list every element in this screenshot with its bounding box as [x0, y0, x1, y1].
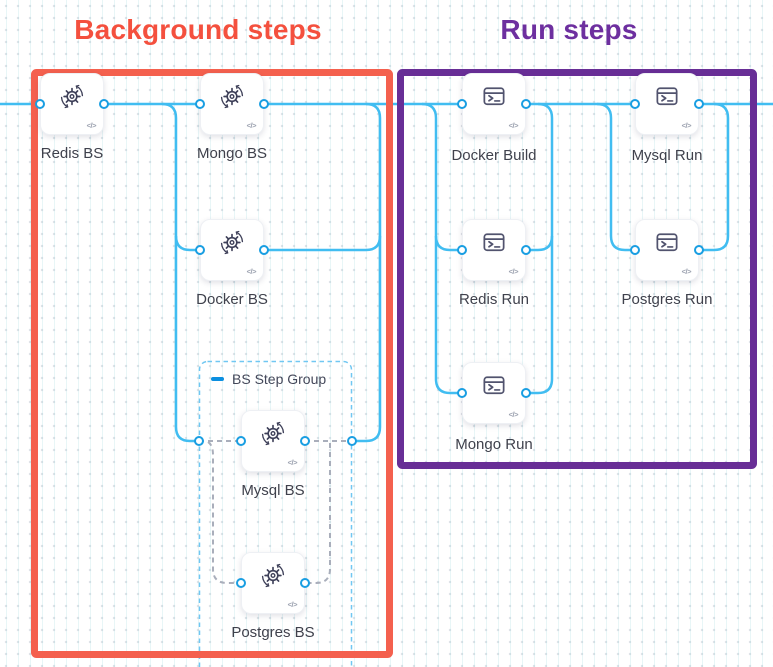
step-node-docker-build[interactable]: </>: [462, 73, 526, 135]
connector-lines: [0, 102, 773, 443]
step-label-docker-bs: Docker BS: [196, 291, 268, 308]
code-icon: </>: [246, 267, 257, 276]
step-label-postgres-bs: Postgres BS: [231, 624, 315, 641]
step-group-outline[interactable]: [198, 360, 353, 667]
code-icon: </>: [246, 121, 257, 130]
gear-sync-icon: [260, 420, 287, 447]
connector-dot[interactable]: [299, 435, 310, 446]
connector-dot[interactable]: [299, 577, 310, 588]
terminal-icon: [481, 229, 508, 256]
step-group-header: BS Step Group: [211, 371, 326, 387]
step-label-redis-bs: Redis BS: [40, 145, 104, 162]
step-label-redis-run: Redis Run: [458, 291, 530, 308]
step-node-mysql-run[interactable]: </>: [635, 73, 699, 135]
gear-sync-icon: [59, 83, 86, 110]
connector-dot[interactable]: [693, 244, 704, 255]
connector-dot[interactable]: [520, 244, 531, 255]
code-icon: </>: [508, 267, 519, 276]
connector-dot[interactable]: [258, 244, 269, 255]
connector-dot[interactable]: [456, 244, 467, 255]
connector-dot[interactable]: [258, 98, 269, 109]
connector-dot[interactable]: [194, 98, 205, 109]
step-node-mongo-run[interactable]: </>: [462, 362, 526, 424]
connector-dot[interactable]: [193, 435, 204, 446]
terminal-icon: [481, 372, 508, 399]
terminal-icon: [654, 229, 681, 256]
step-label-mysql-bs: Mysql BS: [241, 482, 305, 499]
code-icon: </>: [287, 458, 298, 467]
gear-sync-icon: [219, 83, 246, 110]
connector-dot[interactable]: [98, 98, 109, 109]
code-icon: </>: [508, 410, 519, 419]
connector-dot[interactable]: [456, 98, 467, 109]
connector-dot[interactable]: [520, 387, 531, 398]
terminal-icon: [654, 83, 681, 110]
step-node-docker-bs[interactable]: </>: [200, 219, 264, 281]
step-label-mongo-bs: Mongo BS: [196, 145, 268, 162]
background-steps-box: [31, 69, 393, 658]
connector-dot[interactable]: [346, 435, 357, 446]
step-label-mysql-run: Mysql Run: [631, 147, 703, 164]
connector-dot[interactable]: [34, 98, 45, 109]
connector-dot[interactable]: [520, 98, 531, 109]
collapse-group-icon[interactable]: [211, 377, 224, 381]
connector-dot[interactable]: [235, 435, 246, 446]
connector-dot[interactable]: [235, 577, 246, 588]
step-node-postgres-bs[interactable]: </>: [241, 552, 305, 614]
step-node-redis-run[interactable]: </>: [462, 219, 526, 281]
run-steps-title: Run steps: [500, 14, 638, 45]
step-label-mongo-run: Mongo Run: [455, 436, 533, 453]
code-icon: </>: [508, 121, 519, 130]
gear-sync-icon: [260, 562, 287, 589]
step-group-label: BS Step Group: [232, 371, 327, 387]
connector-dot[interactable]: [194, 244, 205, 255]
step-node-mysql-bs[interactable]: </>: [241, 410, 305, 472]
step-node-postgres-run[interactable]: </>: [635, 219, 699, 281]
step-node-mongo-bs[interactable]: </>: [200, 73, 264, 135]
terminal-icon: [481, 83, 508, 110]
code-icon: </>: [86, 121, 97, 130]
step-node-redis-bs[interactable]: </>: [40, 73, 104, 135]
connector-dot[interactable]: [629, 244, 640, 255]
connector-dot[interactable]: [693, 98, 704, 109]
background-steps-title: Background steps: [74, 14, 322, 45]
step-label-docker-build: Docker Build: [451, 147, 537, 164]
code-icon: </>: [287, 600, 298, 609]
code-icon: </>: [681, 267, 692, 276]
step-label-postgres-run: Postgres Run: [621, 291, 713, 308]
code-icon: </>: [681, 121, 692, 130]
connector-dot[interactable]: [629, 98, 640, 109]
gear-sync-icon: [219, 229, 246, 256]
group-dashed-connectors: [199, 440, 352, 584]
run-steps-box: [397, 69, 757, 469]
connector-dot[interactable]: [456, 387, 467, 398]
